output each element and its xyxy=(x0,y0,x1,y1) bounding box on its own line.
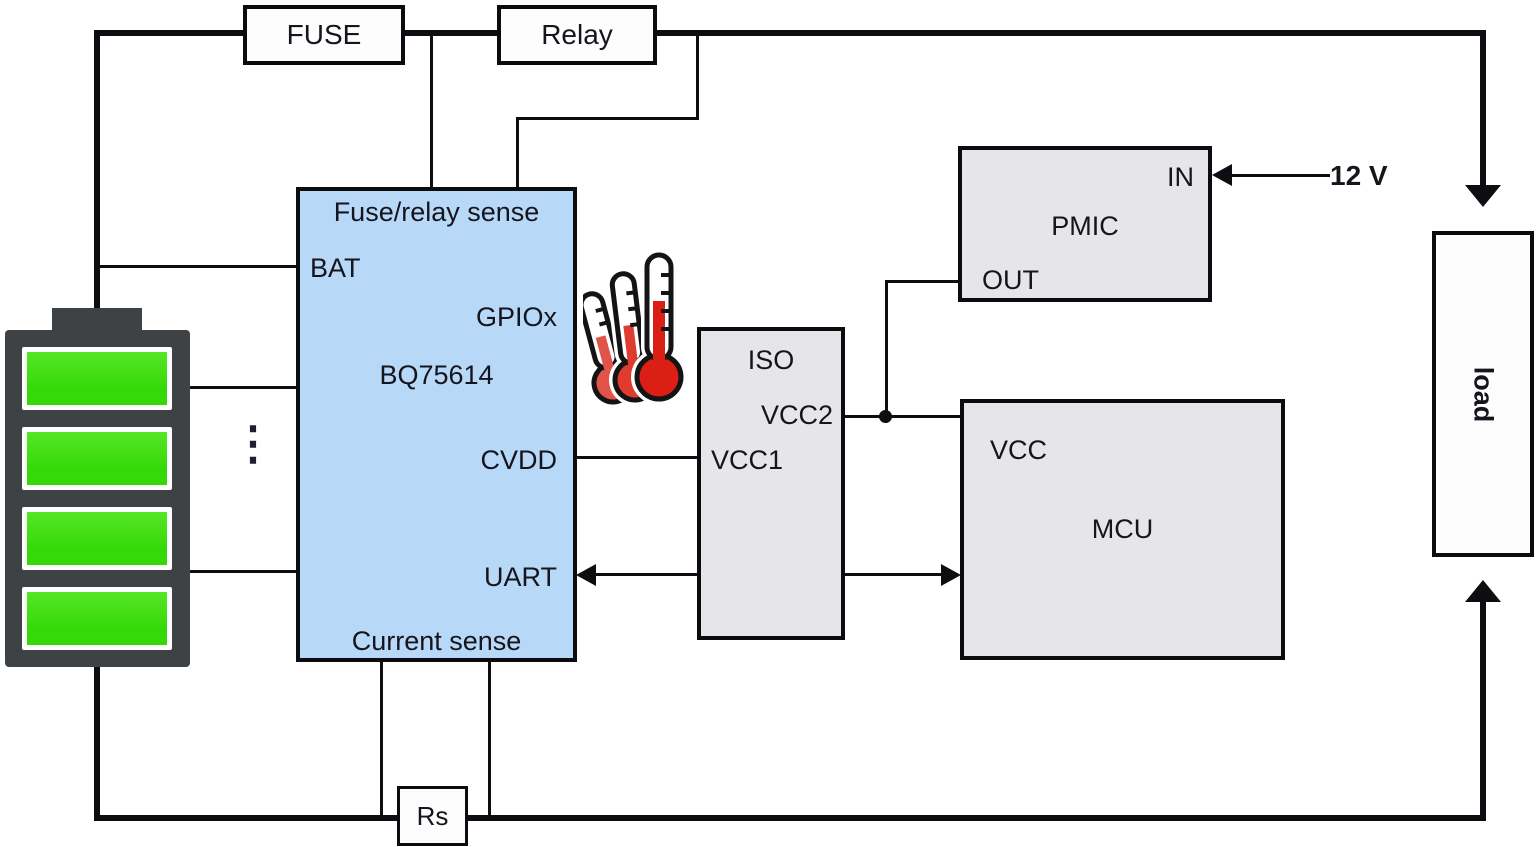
thermometer-icon xyxy=(606,267,661,406)
wire-12v-supply xyxy=(1230,174,1330,177)
load-label: load xyxy=(1468,366,1499,422)
wire-battery-positive-vertical xyxy=(94,33,100,312)
iso-block: ISO VCC2 VCC1 xyxy=(697,327,845,640)
mcu-label: MCU xyxy=(1091,514,1154,544)
wire-cvdd-vcc1 xyxy=(577,456,697,459)
battery-terminal xyxy=(52,308,142,334)
arrowhead-into-load-bottom xyxy=(1465,580,1501,602)
rs-shunt-block: Rs xyxy=(397,786,468,846)
wire-relay-sense-drop xyxy=(696,36,699,120)
thermometer-icons xyxy=(583,249,687,408)
battery-cell xyxy=(22,587,172,650)
arrowhead-into-uart xyxy=(576,564,596,586)
arrowhead-into-mcu xyxy=(941,564,961,586)
iso-label: ISO xyxy=(747,345,795,375)
wire-pmic-out-vertical xyxy=(885,280,888,417)
wire-cell-tap-lower xyxy=(190,570,296,573)
supply-12v-label: 12 V xyxy=(1330,160,1388,191)
wire-top-bus xyxy=(94,30,1486,36)
battery-cell xyxy=(22,427,172,490)
bq-bottom-label: Current sense xyxy=(351,626,522,656)
arrowhead-into-pmic-in xyxy=(1212,164,1232,186)
wire-current-sense-left xyxy=(380,662,383,815)
load-block: load xyxy=(1432,231,1534,557)
bq-pin-uart: UART xyxy=(483,562,557,592)
wire-relay-sense-horizontal xyxy=(516,117,699,120)
wire-bottom-return-bus xyxy=(94,815,1486,821)
pmic-block: IN PMIC OUT xyxy=(958,146,1212,302)
fuse-label: FUSE xyxy=(286,19,362,50)
wire-vcc2-rail xyxy=(845,415,960,418)
bq-pin-bat: BAT xyxy=(310,253,361,283)
pmic-pin-out: OUT xyxy=(982,265,1039,295)
wire-bat-pin xyxy=(100,265,296,268)
wire-uart-right xyxy=(845,573,942,576)
cell-ellipsis: ⋮ xyxy=(230,417,276,469)
wire-load-return-vertical xyxy=(1480,602,1486,818)
relay-label: Relay xyxy=(541,19,613,50)
iso-pin-vcc2: VCC2 xyxy=(760,400,833,430)
iso-pin-vcc1: VCC1 xyxy=(711,445,784,475)
wire-battery-negative-vertical xyxy=(94,667,100,818)
bq-pin-cvdd: CVDD xyxy=(480,445,557,475)
rs-label: Rs xyxy=(416,800,449,831)
pmic-pin-in: IN xyxy=(1167,162,1194,192)
bq75614-block: Fuse/relay sense BAT GPIOx BQ75614 CVDD … xyxy=(296,187,577,662)
battery-cell xyxy=(22,347,172,410)
pmic-label: PMIC xyxy=(1051,211,1119,241)
mcu-block: VCC MCU xyxy=(960,399,1285,660)
wire-fuse-sense xyxy=(430,36,433,187)
wire-pmic-out-horizontal xyxy=(888,280,958,283)
wire-cell-tap-upper xyxy=(190,386,296,389)
wire-current-sense-right xyxy=(488,662,491,815)
wire-load-feed-vertical xyxy=(1480,36,1486,186)
arrowhead-into-load-top xyxy=(1465,185,1501,207)
wire-relay-sense-into-bq xyxy=(516,120,519,187)
mcu-pin-vcc: VCC xyxy=(990,435,1048,465)
thermometer-icon xyxy=(631,249,687,405)
bq-top-label: Fuse/relay sense xyxy=(333,197,540,227)
wire-uart-left xyxy=(594,573,697,576)
bq-part-number: BQ75614 xyxy=(379,360,494,390)
battery-body xyxy=(5,330,190,667)
bq-pin-gpiox: GPIOx xyxy=(475,302,557,332)
battery-cell xyxy=(22,507,172,570)
relay-block: Relay xyxy=(497,5,657,65)
fuse-block: FUSE xyxy=(243,5,405,65)
junction-dot-vcc2 xyxy=(879,410,892,423)
